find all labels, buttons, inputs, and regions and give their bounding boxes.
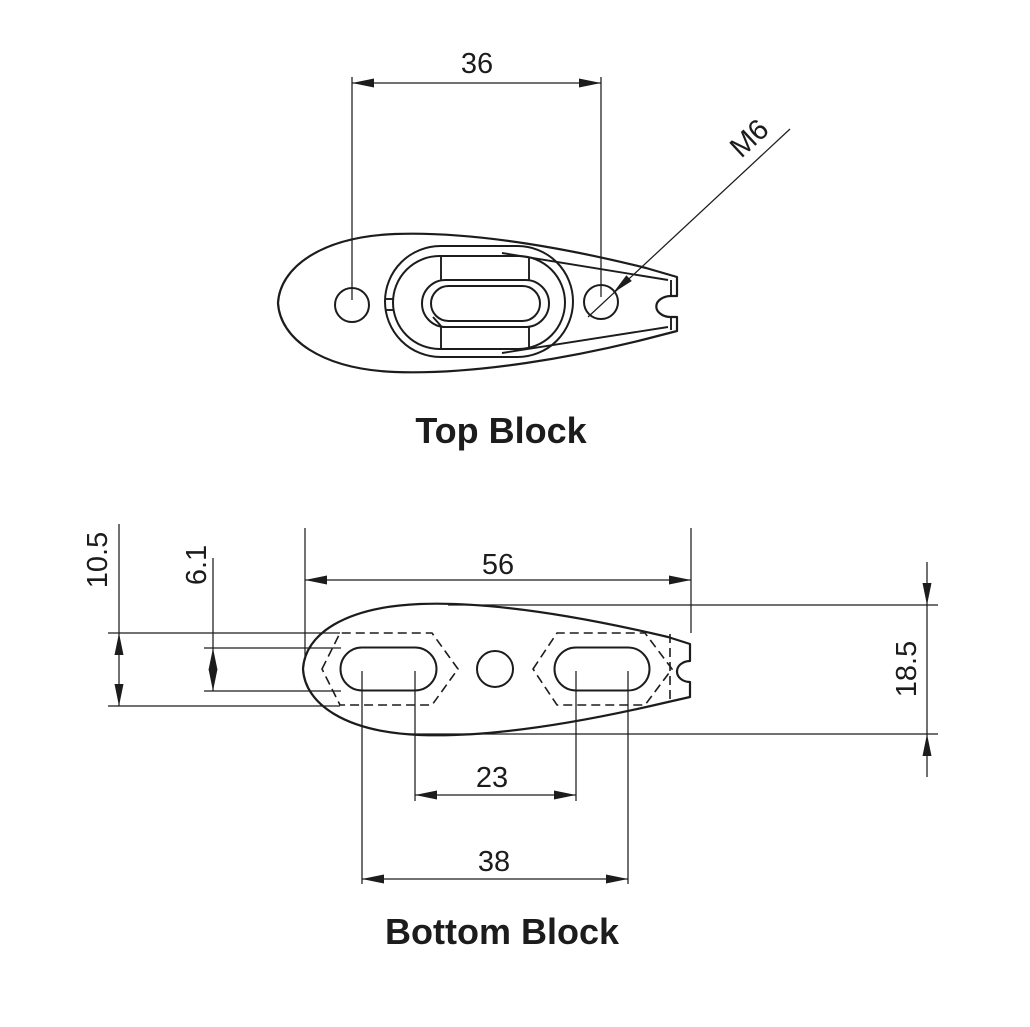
dim-56-arrow-left <box>305 575 327 585</box>
dim-185-arrow-top <box>922 583 932 605</box>
top-block-outline <box>276 232 679 374</box>
boss-slot <box>430 285 541 322</box>
dim-185-arrow-bottom <box>922 734 932 756</box>
dim-36-label: 36 <box>461 48 493 80</box>
right-hex-pocket <box>532 632 673 706</box>
dim-61-arrow-bottom <box>208 669 218 691</box>
right-slot <box>553 646 651 692</box>
dim-23-arrow-left <box>415 790 437 800</box>
top-dimensions: 36 M6 <box>351 48 791 318</box>
m6-leader-arrow <box>613 275 632 293</box>
m6-label: M6 <box>724 113 775 164</box>
dim-105-label: 10.5 <box>82 532 114 588</box>
dim-105-arrow-top <box>114 633 124 655</box>
dim-38-arrow-left <box>362 874 384 884</box>
dim-56-label: 56 <box>482 549 514 581</box>
dim-23-arrow-right <box>554 790 576 800</box>
left-slot <box>339 646 438 692</box>
bottom-dimensions: 56 10.5 6.1 18.5 23 38 <box>82 524 938 884</box>
dim-23-label: 23 <box>476 762 508 794</box>
boss-ring-second <box>392 255 566 350</box>
dim-61-label: 6.1 <box>181 545 213 585</box>
bottom-block-view <box>301 602 692 737</box>
left-hex-pocket <box>321 632 459 706</box>
dim-38-arrow-right <box>606 874 628 884</box>
boss-ring-inner <box>421 279 550 328</box>
dim-36-arrow-right <box>579 78 601 88</box>
top-block-view <box>276 232 679 374</box>
boss-ring-outer <box>384 245 574 358</box>
bottom-center-hole <box>476 650 514 688</box>
dim-105-arrow-bottom <box>114 684 124 706</box>
top-block-title: Top Block <box>415 410 587 451</box>
bottom-block-title: Bottom Block <box>385 911 620 952</box>
dim-61-arrow-top <box>208 648 218 670</box>
bottom-block-outline <box>301 602 692 737</box>
dim-56-arrow-right <box>669 575 691 585</box>
dim-38-label: 38 <box>478 846 510 878</box>
dim-185-label: 18.5 <box>891 641 923 697</box>
dim-36-arrow-left <box>352 78 374 88</box>
boss-tick-slot-corner <box>432 316 442 327</box>
